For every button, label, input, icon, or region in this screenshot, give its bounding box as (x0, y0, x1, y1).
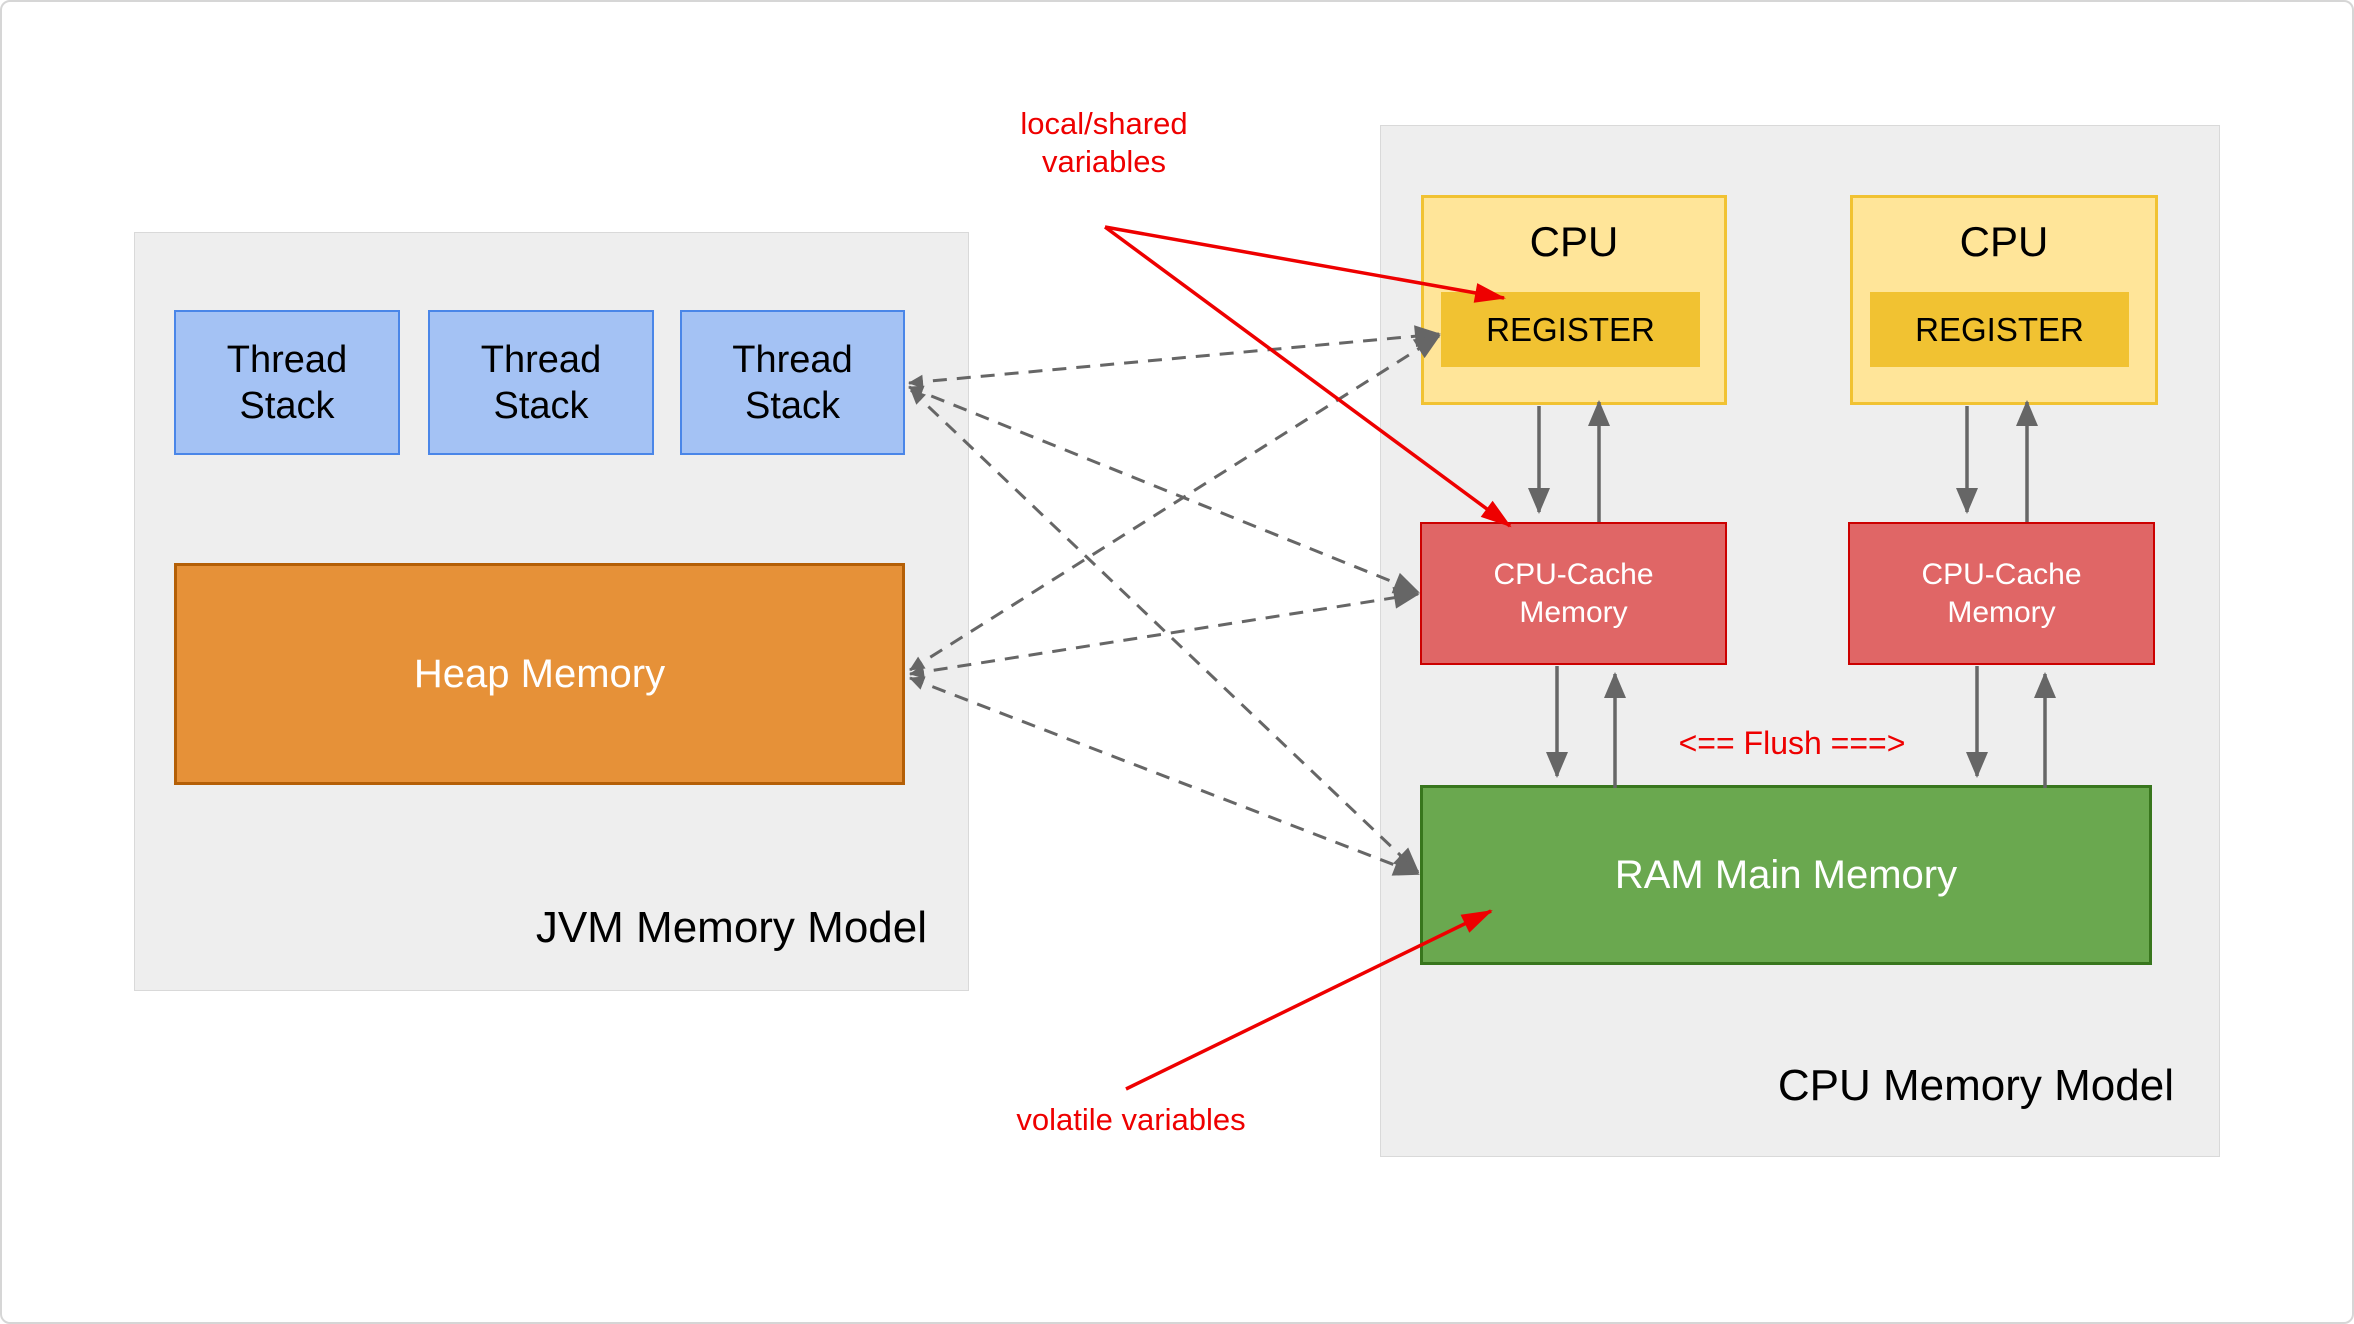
heap-memory-box: Heap Memory (174, 563, 905, 785)
cpu-cache-label: CPU-Cache Memory (1493, 557, 1654, 629)
dashed-arrow-heap-cache (909, 586, 1420, 679)
thread-stack-box-3: Thread Stack (680, 310, 905, 455)
thread-stack-label: Thread Stack (480, 338, 602, 427)
local-shared-variables-note: local/shared variables (954, 105, 1254, 181)
cpu-cache-box-2: CPU-Cache Memory (1848, 522, 2155, 665)
register-label: REGISTER (1486, 310, 1655, 348)
register-label: REGISTER (1915, 310, 2084, 348)
cpu-label: CPU (1959, 218, 2049, 265)
register-box-1: REGISTER (1441, 292, 1700, 367)
register-box-2: REGISTER (1870, 292, 2129, 367)
dashed-arrow-heap-ram (909, 676, 1420, 876)
cpu-cache-label: CPU-Cache Memory (1921, 557, 2082, 629)
cpu-label: CPU (1529, 218, 1619, 265)
local-shared-line2: variables (1041, 144, 1167, 179)
cpu-panel-title: CPU Memory Model (1777, 1061, 2174, 1110)
ram-main-memory-box: RAM Main Memory (1420, 785, 2152, 965)
thread-stack-box-2: Thread Stack (428, 310, 654, 455)
dashed-arrow-threadstack-ram (909, 388, 1420, 874)
dashed-arrow-threadstack-register (908, 325, 1441, 389)
dashed-arrow-threadstack-cache (908, 385, 1420, 594)
thread-stack-label: Thread Stack (226, 338, 348, 427)
thread-stack-label: Thread Stack (732, 338, 853, 427)
flush-note: <== Flush ===> (1678, 725, 1906, 761)
ram-main-memory-label: RAM Main Memory (1614, 852, 1958, 897)
cpu-cache-box-1: CPU-Cache Memory (1420, 522, 1727, 665)
heap-memory-label: Heap Memory (413, 651, 666, 696)
thread-stack-box-1: Thread Stack (174, 310, 400, 455)
volatile-variables-note: volatile variables (1016, 1102, 1246, 1137)
local-shared-line1: local/shared (1020, 106, 1188, 141)
dashed-arrow-heap-register (909, 334, 1441, 672)
jvm-panel-title: JVM Memory Model (535, 903, 927, 952)
